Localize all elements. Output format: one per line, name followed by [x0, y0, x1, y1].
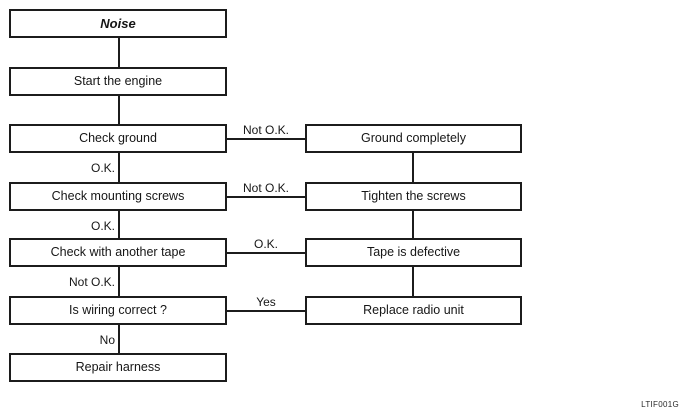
- node-noise: Noise: [9, 9, 227, 38]
- node-check-another-tape: Check with another tape: [9, 238, 227, 267]
- node-check-mounting-screws: Check mounting screws: [9, 182, 227, 211]
- connector-wiring-to-replace: [227, 310, 305, 312]
- node-ground-completely: Ground completely: [305, 124, 522, 153]
- node-tighten-screws: Tighten the screws: [305, 182, 522, 211]
- connector-noise-to-start: [118, 38, 120, 67]
- node-tape-defective: Tape is defective: [305, 238, 522, 267]
- connector-tighten-to-tape-defective: [412, 211, 414, 238]
- connector-ground-completely-to-tighten: [412, 153, 414, 182]
- edge-label-ground-ok: O.K.: [90, 161, 115, 175]
- edge-label-ground-not-ok: Not O.K.: [242, 123, 289, 137]
- connector-check-ground-to-mounting: [118, 153, 120, 182]
- connector-mounting-to-tighten: [227, 196, 305, 198]
- edge-label-screws-not-ok: Not O.K.: [242, 181, 289, 195]
- connector-tape-to-wiring: [118, 267, 120, 296]
- connector-wiring-to-repair: [118, 325, 120, 353]
- node-repair-harness: Repair harness: [9, 353, 227, 382]
- edge-label-screws-ok: O.K.: [90, 219, 115, 233]
- node-is-wiring-correct: Is wiring correct ?: [9, 296, 227, 325]
- edge-label-wiring-yes: Yes: [256, 295, 276, 309]
- connector-check-ground-to-ground-completely: [227, 138, 305, 140]
- edge-label-wiring-no: No: [99, 333, 115, 347]
- node-start-engine: Start the engine: [9, 67, 227, 96]
- connector-start-to-check-ground: [118, 96, 120, 124]
- connector-another-tape-to-defective: [227, 252, 305, 254]
- connector-mounting-to-tape: [118, 211, 120, 238]
- connector-tape-defective-to-replace: [412, 267, 414, 296]
- node-replace-radio-unit: Replace radio unit: [305, 296, 522, 325]
- node-check-ground: Check ground: [9, 124, 227, 153]
- edge-label-tape-not-ok: Not O.K.: [68, 275, 115, 289]
- edge-label-tape-ok: O.K.: [253, 237, 278, 251]
- figure-code: LTIF001G: [641, 400, 679, 409]
